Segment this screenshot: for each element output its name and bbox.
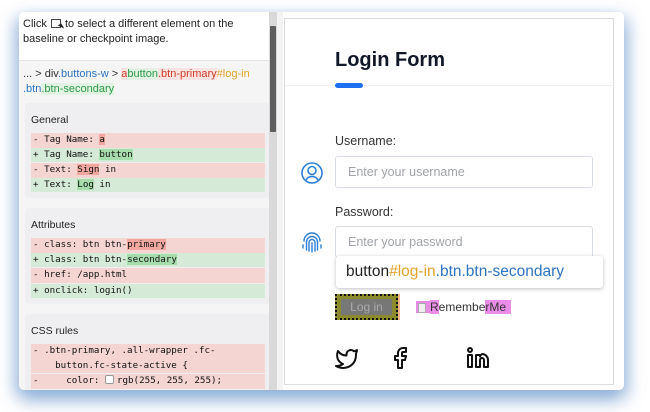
diff-row-removed: - class: btn btn-primary [31,238,265,253]
checkbox-icon[interactable] [416,301,430,313]
diff-row-removed: button.fc-state-active { [31,358,265,373]
breadcrumb-parent-tag[interactable]: div [44,68,58,80]
inspector-scrollbar[interactable] [269,12,277,390]
checkpoint-preview: Login Form Username: Password: button#lo… [284,18,615,385]
username-input[interactable] [335,156,593,188]
login-form-title: Login Form [335,49,445,71]
attributes-section: Attributes - class: btn btn-primary + cl… [25,208,271,304]
diff-row-removed: - Text: Sign in [31,163,265,178]
breadcrumb-parent-class[interactable]: .buttons-w [57,68,109,80]
selection-hint: Click to select a different element on t… [19,12,277,61]
breadcrumb-ellipsis[interactable]: ... > [23,68,45,80]
tooltip-classes: .btn.btn-secondary [435,263,565,280]
select-element-icon[interactable] [50,19,61,28]
breadcrumb-separator: > [108,68,122,80]
diff-row-removed: - .btn-primary, .all-wrapper .fc- [31,344,265,359]
element-breadcrumb: ... > div.buttons-w > abutton.btn-primar… [19,61,277,103]
diff-row-removed: - href: /app.html [31,268,265,283]
title-accent-bar [335,83,363,88]
breadcrumb-new-class: .btn-secondary [41,83,115,95]
css-rules-section: CSS rules - .btn-primary, .all-wrapper .… [25,314,271,390]
hint-text-end: to select a different element on the bas… [23,18,234,45]
scrollbar-thumb[interactable] [270,26,276,132]
breadcrumb-new-id: #log-in [216,68,250,80]
tooltip-id: #log-in [389,263,436,280]
linkedin-icon[interactable] [466,346,490,370]
hint-text-start: Click [23,18,47,30]
diff-row-added: + Text: Log in [31,177,265,192]
breadcrumb-old-tag: a [121,68,128,80]
color-swatch [104,375,114,384]
title-divider [285,85,615,86]
diff-row-added: + class: btn btn-secondary [31,252,265,267]
general-section: General - Tag Name: a + Tag Name: button… [25,103,271,198]
diff-row-removed: - Tag Name: a [31,133,265,148]
section-title-css-rules: CSS rules [31,325,79,337]
element-selector-tooltip: button#log-in.btn.btn-secondary [336,256,603,288]
diff-inspector-panel: Click to select a different element on t… [19,12,277,390]
user-circle-icon [301,162,323,184]
twitter-icon[interactable] [335,346,359,370]
diff-row-removed: - color: rgb(255, 255, 255); [31,374,265,389]
log-in-label: Log in [341,299,392,315]
password-label: Password: [335,205,394,219]
tooltip-tag: button [346,263,390,280]
diff-row-added: + onclick: login() [31,283,265,298]
breadcrumb-class-btn: .btn [23,83,42,95]
diff-row-added: + Tag Name: button [31,147,265,162]
section-title-attributes: Attributes [31,219,76,231]
breadcrumb-new-tag: button [127,68,158,80]
section-title-general: General [31,114,69,126]
password-input[interactable] [335,226,593,258]
username-label: Username: [335,134,397,148]
panel-divider [277,12,283,390]
inspector-window: Click to select a different element on t… [19,12,624,390]
breadcrumb-old-class: .btn-primary [157,68,217,80]
fingerprint-icon [302,232,322,253]
log-in-button[interactable]: Log in [335,294,398,320]
facebook-icon[interactable] [390,346,414,370]
